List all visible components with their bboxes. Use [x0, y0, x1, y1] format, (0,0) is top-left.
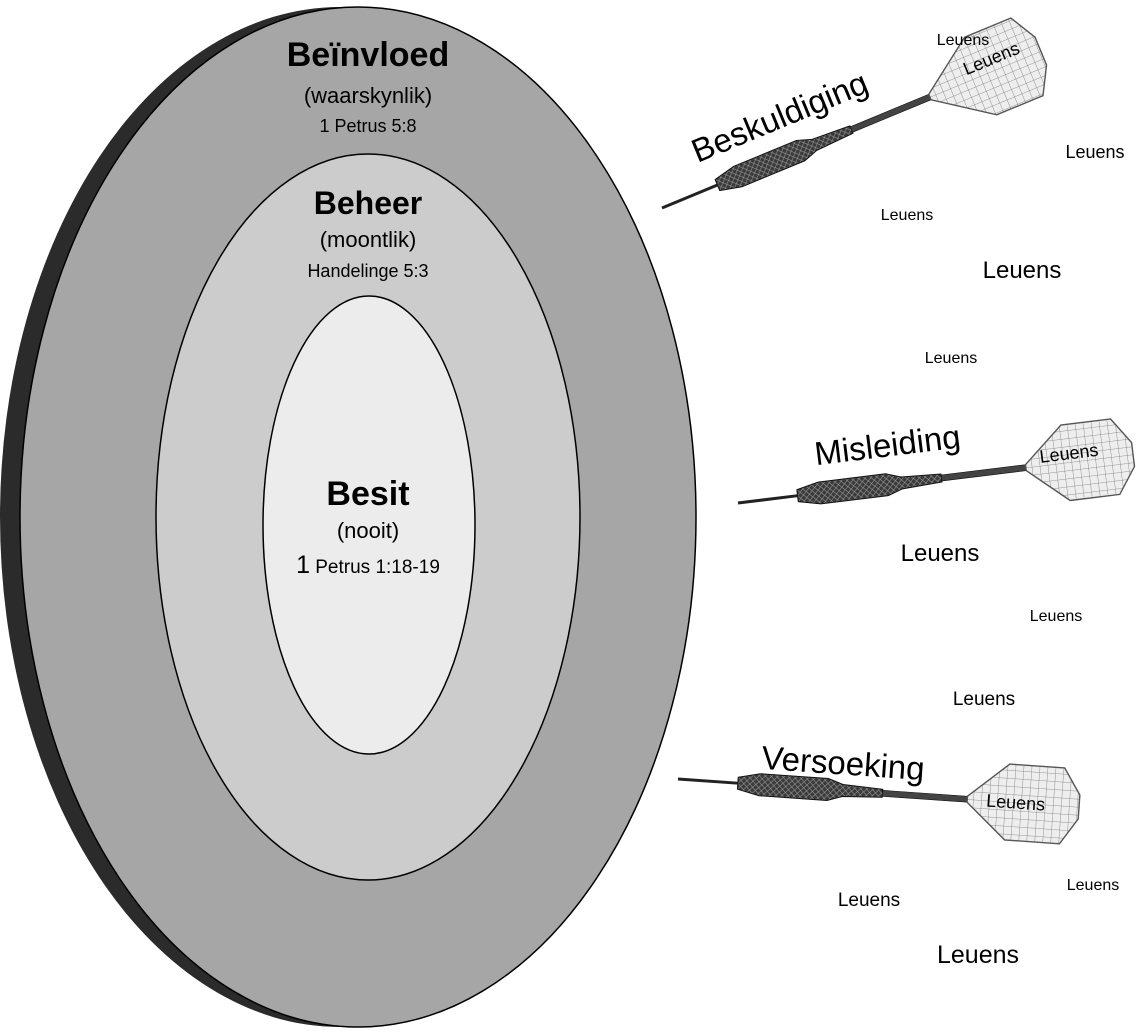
dart-icon — [661, 17, 1048, 210]
dart-icon — [677, 763, 1081, 845]
lie-label: Leuens — [881, 207, 934, 224]
lie-label: Leuens — [937, 941, 1019, 969]
lie-label: Leuens — [953, 689, 1015, 710]
lie-label: Leuens — [937, 32, 990, 49]
middle-ring-reference: Handelinge 5:3 — [307, 261, 428, 281]
dart-versoeking-flight-label: Leuens — [986, 791, 1046, 815]
inner-ring-title: Besit — [326, 475, 409, 513]
inner-ring-reference-number: 1 — [296, 551, 310, 579]
inner-ring-reference-text: Petrus 1:18-19 — [310, 557, 440, 578]
outer-ring-title: Beïnvloed — [287, 36, 449, 74]
lie-label: Leuens — [1065, 142, 1124, 162]
middle-ring-title: Beheer — [314, 185, 423, 221]
lie-label: Leuens — [1030, 608, 1083, 625]
inner-ring-subtitle: (nooit) — [337, 518, 399, 543]
lies-labels: Leuens Leuens Leuens Leuens Leuens Leuen… — [838, 32, 1125, 969]
inner-ring — [262, 295, 476, 755]
lie-label: Leuens — [901, 540, 980, 567]
inner-ring-reference: 1 Petrus 1:18-19 — [296, 551, 440, 579]
middle-ring-labels: Beheer (moontlik) Handelinge 5:3 — [307, 185, 428, 281]
lie-label: Leuens — [983, 257, 1062, 284]
middle-ring-subtitle: (moontlik) — [320, 227, 417, 252]
dart-versoeking: Versoeking Leuens — [677, 739, 1081, 845]
outer-ring-reference: 1 Petrus 5:8 — [319, 116, 416, 136]
lie-label: Leuens — [838, 890, 900, 911]
lie-label: Leuens — [1067, 877, 1120, 894]
dart-misleiding-label: Misleiding — [812, 418, 962, 473]
inner-ring-labels: Besit (nooit) 1 Petrus 1:18-19 — [296, 475, 440, 579]
outer-ring-labels: Beïnvloed (waarskynlik) 1 Petrus 5:8 — [287, 36, 449, 136]
outer-ring-subtitle: (waarskynlik) — [304, 83, 432, 108]
dart-icon — [737, 418, 1136, 505]
dartboard — [0, 6, 697, 1028]
lie-label: Leuens — [925, 350, 978, 367]
dart-beskuldiging: Beskuldiging Leuens — [661, 17, 1048, 210]
dart-misleiding: Misleiding Leuens — [737, 418, 1136, 505]
